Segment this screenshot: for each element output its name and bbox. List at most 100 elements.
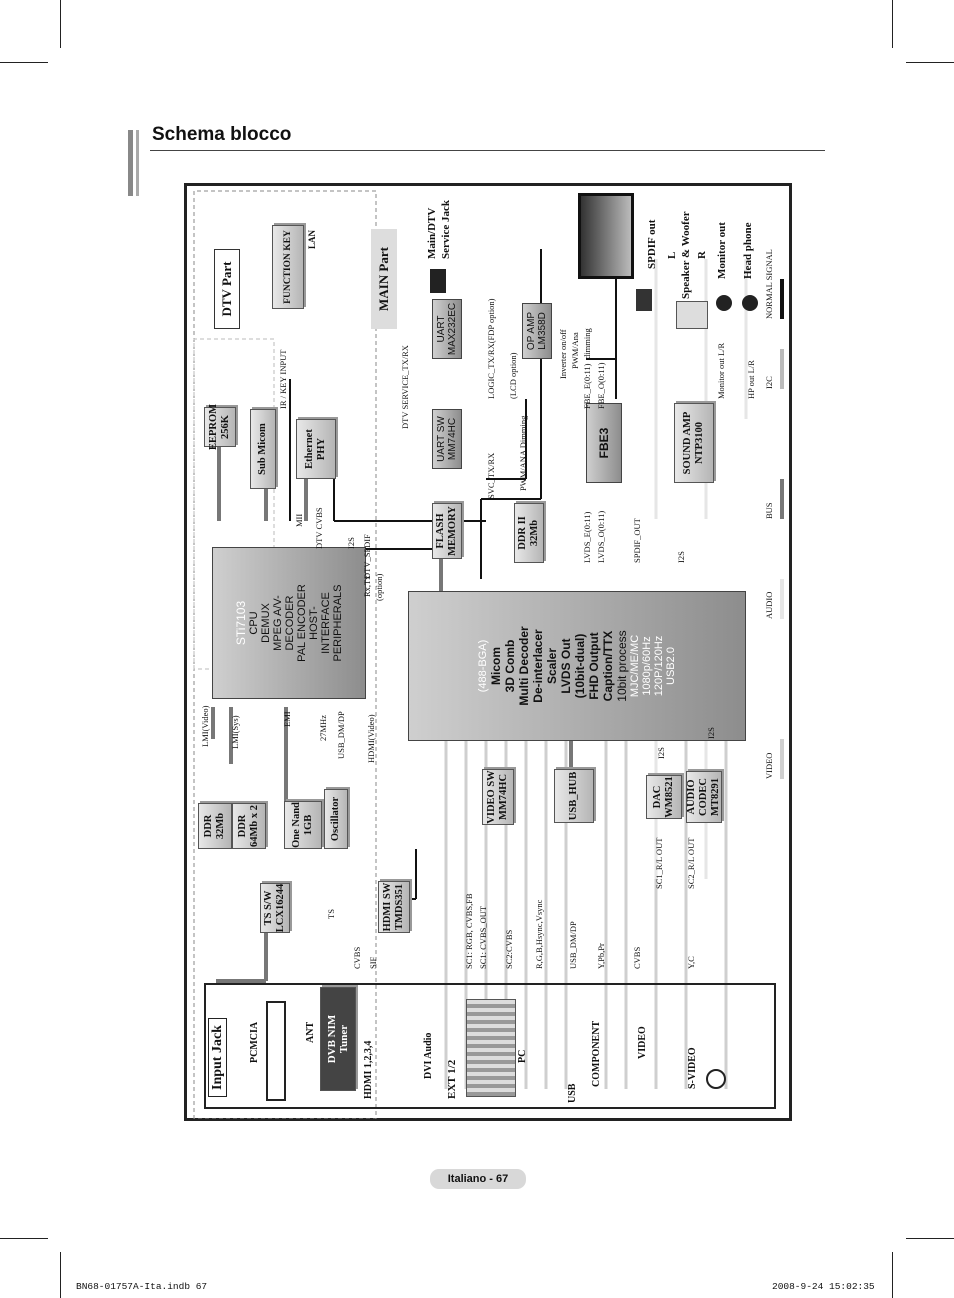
svideo-label: S-VIDEO: [687, 1047, 698, 1089]
signal-label: LMI(Video): [200, 705, 210, 747]
print-timestamp: 2008-9-24 15:02:35: [772, 1281, 875, 1292]
ant-label: ANT: [305, 1021, 316, 1043]
component-label: COMPONENT: [591, 1020, 602, 1087]
usb-label: USB: [567, 1083, 578, 1103]
crop-mark: [906, 62, 954, 63]
signal-label: TS: [326, 909, 336, 919]
crop-mark: [60, 0, 61, 48]
signal-label: I2S: [346, 537, 356, 549]
signal-label: MII: [294, 513, 304, 527]
head-phone-label: Head phone: [742, 222, 754, 279]
header-bar: [128, 130, 133, 196]
signal-label: DTV_SPDIF: [362, 534, 372, 579]
hdmi-input-label: HDMI 1,2,3,4: [363, 1040, 374, 1099]
signal-label: LMI(Sys): [230, 715, 240, 749]
signal-label: I2S: [706, 727, 716, 739]
block-diagram: DTV Part MAIN Part STi7103 CPU DEMUX MPE…: [186, 185, 790, 1119]
head-phone-jack-icon: [742, 295, 758, 311]
signal-label: (LCD option): [508, 352, 518, 399]
signal-label: PWM/ANA Dimming: [518, 415, 528, 491]
signal-label: LVDS_O(0:11): [596, 510, 606, 563]
svideo-jack-icon: [706, 1069, 726, 1089]
legend-bus: BUS: [764, 502, 774, 519]
sti7103-chip: STi7103 CPU DEMUX MPEG A/V- DECODER PAL …: [212, 547, 366, 699]
signal-label: DTV CVBS: [314, 507, 324, 549]
page-number-tab: Italiano - 67: [430, 1169, 526, 1189]
crop-mark: [892, 0, 893, 48]
signal-label: EMI: [282, 711, 292, 727]
speaker-label: R: [696, 251, 708, 259]
main-part-label: MAIN Part: [371, 229, 397, 329]
main-processor-chip: (488-BGA) Micom 3D Comb Multi Decoder De…: [408, 591, 746, 741]
page-title: Schema blocco: [152, 124, 292, 145]
crop-mark: [0, 62, 48, 63]
diagram-frame: [184, 183, 792, 1121]
signal-label: R,G,B,Hsync,Vsync: [534, 899, 544, 969]
speaker-label: Speaker & Woofer: [680, 211, 692, 299]
signal-label: FBE_E(0:11): [582, 363, 592, 410]
video-label: VIDEO: [637, 1026, 648, 1059]
legend-normal-signal: NORMAL SIGNAL: [764, 249, 774, 319]
legend-video: VIDEO: [764, 752, 774, 779]
crop-mark: [892, 1252, 893, 1298]
dtv-part-label: DTV Part: [214, 249, 240, 329]
signal-label: LOGIC_TX/RX(FDP option): [486, 298, 496, 399]
service-jack-label: Main/DTV: [426, 207, 438, 259]
signal-label: FBE_O(0:11): [596, 362, 606, 409]
signal-label: PWM/Ana: [570, 332, 580, 369]
signal-label: SVC_TX/RX: [486, 452, 496, 499]
pcmcia-slot-icon: [266, 1001, 286, 1101]
input-jack-title: Input Jack: [208, 1018, 227, 1097]
speaker-icon: [676, 301, 708, 329]
crop-mark: [906, 1238, 954, 1239]
signal-label: Y,C: [686, 956, 696, 969]
spdif-jack-icon: [636, 289, 652, 311]
signal-label: I2S: [676, 551, 686, 563]
signal-label: HP out L/R: [746, 360, 756, 399]
spdif-out-label: SPDIF out: [646, 219, 658, 269]
service-jack-icon: [430, 269, 446, 293]
crop-mark: [60, 1252, 61, 1298]
signal-label: 27MHz: [318, 715, 328, 741]
signal-label: SC1_R/L OUT: [654, 837, 664, 889]
oscillator-block: Oscillator: [324, 789, 348, 849]
lan-label: LAN: [307, 229, 317, 249]
legend-audio: AUDIO: [764, 591, 774, 619]
pc-label: PC: [517, 1049, 528, 1063]
signal-label: SIF: [368, 956, 378, 969]
signal-label: SC2:CVBS: [504, 929, 514, 969]
signal-label: SC1: CVBS_OUT: [478, 905, 488, 969]
signal-label: IR / KEY INPUT: [278, 349, 288, 409]
signal-label: I2S: [656, 747, 666, 759]
signal-label: LVDS_E(0:11): [582, 511, 592, 563]
legend-i2c: I2C: [764, 376, 774, 389]
header-bar: [136, 130, 139, 196]
file-name: BN68-01757A-Ita.indb 67: [76, 1281, 208, 1292]
tv-screen-icon: [578, 193, 634, 279]
fbe3-block: FBE3: [586, 403, 622, 483]
service-jack-label: Service Jack: [440, 200, 452, 259]
signal-label: Inverter on/off: [558, 329, 568, 379]
monitor-out-label: Monitor out: [716, 222, 728, 279]
signal-label: dimming: [582, 328, 592, 359]
monitor-out-jack-icon: [716, 295, 732, 311]
usb-hub-block: USB_HUB: [554, 769, 594, 823]
signal-label: CVBS: [632, 946, 642, 969]
signal-label: SPDIF_OUT: [632, 518, 642, 563]
ext-label: EXT 1/2: [446, 1059, 458, 1099]
title-rule: [150, 150, 825, 151]
